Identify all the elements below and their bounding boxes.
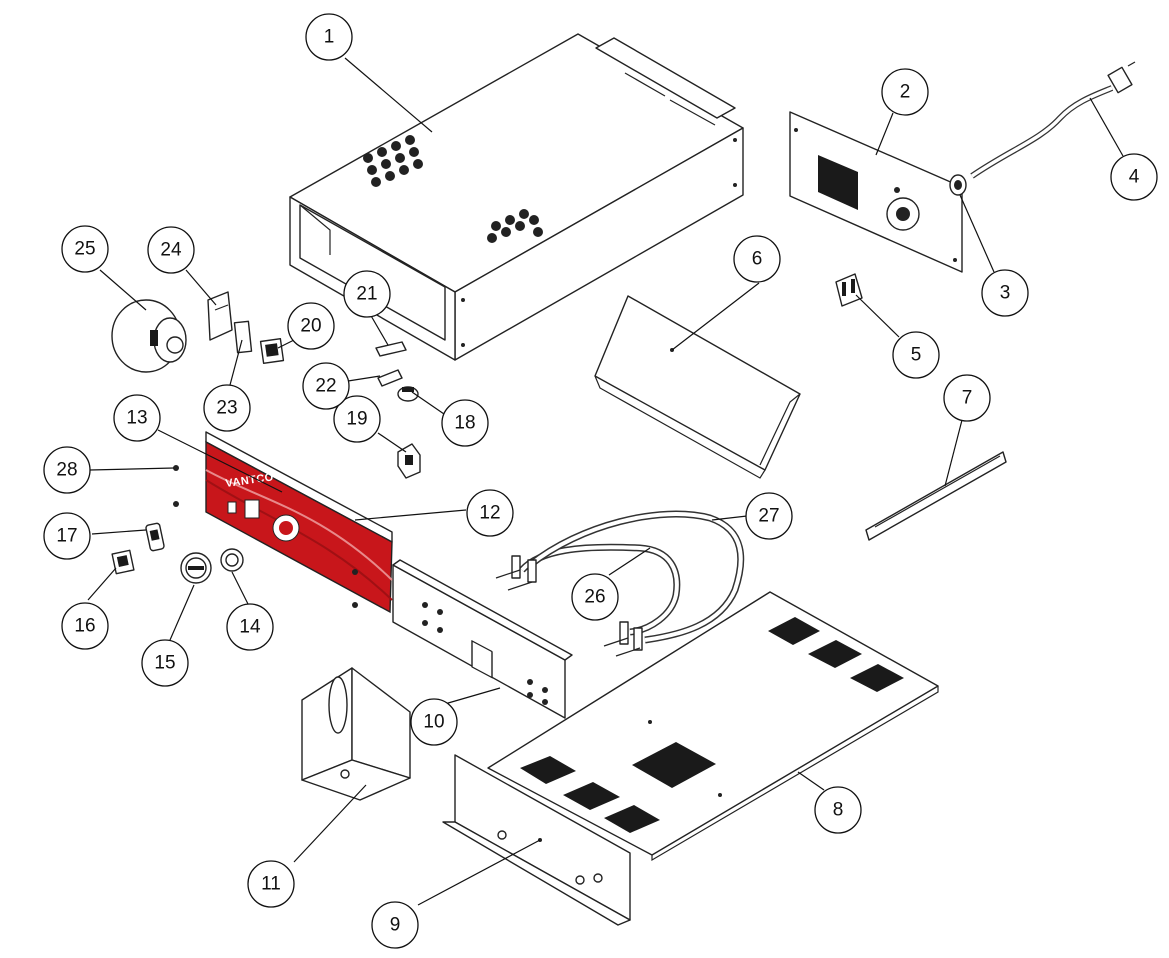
part-21-clip xyxy=(375,341,407,357)
part-5-terminal-block xyxy=(835,273,863,307)
callout-28-label: 28 xyxy=(56,460,77,481)
part-2-grill xyxy=(818,155,858,210)
callout-23-label: 23 xyxy=(216,398,237,419)
part-9-front-lower-panel xyxy=(442,754,631,926)
callout-28: 28 xyxy=(43,446,91,494)
callout-7: 7 xyxy=(943,374,991,422)
callout-20: 20 xyxy=(287,302,335,350)
callout-16: 16 xyxy=(61,602,109,650)
callout-25-label: 25 xyxy=(74,239,95,260)
callout-10-label: 10 xyxy=(423,712,444,733)
part-23-plate xyxy=(233,320,253,354)
part-25-blower-motor xyxy=(111,299,187,373)
callout-1-label: 1 xyxy=(324,27,335,48)
part-7-rail xyxy=(865,451,1007,541)
part-11-motor-bracket xyxy=(301,667,411,801)
callout-11-label: 11 xyxy=(261,874,281,895)
callout-2: 2 xyxy=(881,68,929,116)
part-8-base-plate xyxy=(487,591,939,862)
callout-4-label: 4 xyxy=(1129,167,1140,188)
part-24-motor-mount xyxy=(207,291,233,341)
callout-26-label: 26 xyxy=(584,587,605,608)
part-8-vents xyxy=(520,617,904,833)
part-4-power-cord xyxy=(970,61,1136,179)
callout-5: 5 xyxy=(892,331,940,379)
part-10-control-bracket xyxy=(392,559,573,719)
callout-27: 27 xyxy=(745,492,793,540)
callout-11: 11 xyxy=(247,860,295,908)
callout-14-label: 14 xyxy=(239,617,261,638)
callout-3: 3 xyxy=(981,269,1029,317)
callout-2-label: 2 xyxy=(900,82,911,103)
callout-9-label: 9 xyxy=(390,915,401,936)
part-3-strain-relief xyxy=(949,174,967,196)
callout-21: 21 xyxy=(343,270,391,318)
part-2-back-panel xyxy=(789,111,963,273)
callout-8: 8 xyxy=(814,786,862,834)
part-26-heating-element-inner xyxy=(511,543,681,645)
part-22-bracket xyxy=(377,369,403,387)
part-27-heating-element-outer xyxy=(495,510,745,657)
callout-6-label: 6 xyxy=(752,249,763,270)
callout-20-label: 20 xyxy=(300,316,321,337)
callout-18: 18 xyxy=(441,399,489,447)
callout-18-label: 18 xyxy=(454,413,475,434)
callout-1: 1 xyxy=(305,13,353,61)
callout-27-label: 27 xyxy=(758,506,779,527)
callout-13: 13 xyxy=(113,394,161,442)
part-19-relay xyxy=(397,443,421,479)
callout-15: 15 xyxy=(141,639,189,687)
part-1-vent-holes-b xyxy=(487,209,543,243)
part-1-vent-holes-a xyxy=(363,135,423,187)
callout-21-label: 21 xyxy=(356,284,377,305)
callout-5-label: 5 xyxy=(911,345,922,366)
callout-24: 24 xyxy=(147,226,195,274)
callout-23: 23 xyxy=(203,384,251,432)
callout-24-label: 24 xyxy=(160,240,182,261)
callout-17: 17 xyxy=(43,512,91,560)
callout-8-label: 8 xyxy=(833,800,844,821)
callout-19: 19 xyxy=(333,395,381,443)
callout-17-label: 17 xyxy=(56,526,77,547)
callout-7-label: 7 xyxy=(962,388,973,409)
callout-9: 9 xyxy=(371,901,419,949)
part-17-light-switch xyxy=(145,522,165,552)
callout-3-label: 3 xyxy=(1000,283,1011,304)
callout-26: 26 xyxy=(571,573,619,621)
callout-25: 25 xyxy=(61,225,109,273)
part-20-transformer xyxy=(259,338,285,364)
callout-4: 4 xyxy=(1110,153,1158,201)
part-15-timer xyxy=(180,552,212,584)
callout-19-label: 19 xyxy=(346,409,367,430)
callout-16-label: 16 xyxy=(74,616,95,637)
part-14-knob xyxy=(220,548,244,572)
callout-10: 10 xyxy=(410,698,458,746)
part-18-thermostat xyxy=(397,386,419,402)
callout-13-label: 13 xyxy=(126,408,147,429)
callout-6: 6 xyxy=(733,235,781,283)
part-6-heat-shield xyxy=(594,295,801,479)
callout-15-label: 15 xyxy=(154,653,175,674)
callout-22: 22 xyxy=(302,362,350,410)
callout-12: 12 xyxy=(466,489,514,537)
callout-22-label: 22 xyxy=(315,376,336,397)
part-12-front-panel: VANTCO xyxy=(205,431,393,614)
callout-12-label: 12 xyxy=(479,503,500,524)
part-16-rocker-switch xyxy=(111,549,135,575)
callout-14: 14 xyxy=(226,603,274,651)
part-28-screws xyxy=(173,465,179,507)
